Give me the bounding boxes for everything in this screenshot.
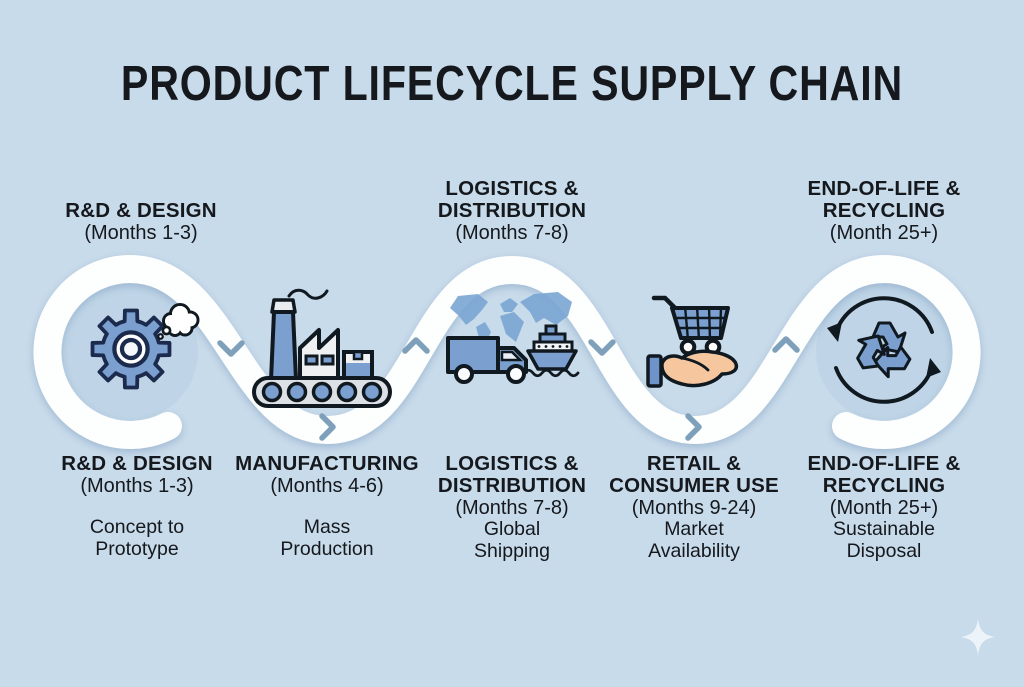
shopping-cart-icon [651, 295, 730, 356]
stage-title: MANUFACTURING [235, 452, 419, 475]
stage-months: (Months 7-8) [455, 497, 569, 519]
bottom-label-logistics: LOGISTICS & DISTRIBUTION (Months 7-8) Gl… [397, 453, 627, 562]
stage-desc: Mass [303, 516, 351, 538]
page-title: PRODUCT LIFECYCLE SUPPLY CHAIN [120, 57, 904, 111]
stage-desc: Sustainable [833, 518, 935, 540]
hand-icon [646, 349, 739, 388]
stage-title: R&D & DESIGN [65, 199, 217, 222]
sparkle-icon [960, 619, 996, 655]
flow-chevron-down-icon [217, 340, 245, 357]
stage-desc: Concept to [89, 516, 185, 538]
logistics-icon-group [446, 292, 580, 384]
stage-desc-line2: Shipping [474, 539, 550, 562]
bottom-label-retail: RETAIL & CONSUMER USE (Months 9-24) Mark… [579, 453, 809, 562]
top-label-rd-design: R&D & DESIGN (Months 1-3) [26, 199, 256, 245]
bottom-label-rd-design: R&D & DESIGN (Months 1-3) Concept to Pro… [22, 453, 252, 560]
smoke-icon [287, 288, 329, 300]
gear-icon [90, 308, 172, 390]
stage-months: (Months 9-24) [631, 497, 757, 519]
stage-months: (Months 7-8) [455, 222, 569, 244]
factory-icon [252, 288, 392, 408]
stage-desc: Global [483, 518, 541, 540]
recycling-arrows [848, 321, 915, 384]
cart-in-hand-icon [646, 295, 739, 388]
world-map [450, 292, 573, 352]
flow-chevron-right-icon [319, 413, 336, 441]
truck-icon [446, 336, 528, 384]
flow-chevron-up-icon [772, 336, 800, 353]
stage-months: (Months 1-3) [80, 475, 194, 497]
flow-chevron-right-icon [685, 413, 702, 441]
stage-months: (Month 25+) [829, 497, 939, 519]
stage-title: END-OF-LIFE & [807, 177, 961, 200]
waves-icon [522, 368, 580, 378]
stage-desc-line2: Production [280, 537, 374, 560]
thought-bubble-icon [157, 303, 200, 340]
stage-months: (Months 4-6) [270, 475, 384, 497]
top-label-recycling: END-OF-LIFE & RECYCLING (Month 25+) [769, 177, 999, 245]
stage-desc-line2: Prototype [95, 537, 179, 560]
ship-icon [522, 324, 580, 378]
bottom-label-recycling: END-OF-LIFE & RECYCLING (Month 25+) Sust… [769, 453, 999, 562]
flow-chevron-down-icon [588, 339, 616, 356]
stage-title-line2: RECYCLING [822, 474, 946, 497]
top-label-logistics: LOGISTICS & DISTRIBUTION (Months 7-8) [397, 177, 627, 245]
stage-title: R&D & DESIGN [61, 452, 213, 475]
stage-title-line2: RECYCLING [822, 199, 946, 222]
stage-title: LOGISTICS & [445, 452, 579, 475]
stage-title-line2: CONSUMER USE [609, 474, 779, 497]
recycle-icon [827, 296, 941, 404]
stage-desc-line2: Disposal [846, 539, 922, 562]
stage-months: (Month 25+) [829, 222, 939, 244]
bottom-label-manufacturing: MANUFACTURING (Months 4-6) Mass Producti… [212, 453, 442, 560]
stage-title: END-OF-LIFE & [807, 452, 961, 475]
stage-months: (Months 1-3) [84, 222, 198, 244]
stage-desc-line2: Availability [648, 539, 740, 562]
stage-title: LOGISTICS & [445, 177, 579, 200]
stage-title-line2: DISTRIBUTION [437, 199, 587, 222]
stage-title: RETAIL & [646, 452, 742, 475]
flow-chevron-up-icon [402, 337, 430, 354]
supply-chain-ribbon [33, 254, 981, 449]
stage-desc: Market [664, 518, 724, 540]
stage-title-line2: DISTRIBUTION [437, 474, 587, 497]
